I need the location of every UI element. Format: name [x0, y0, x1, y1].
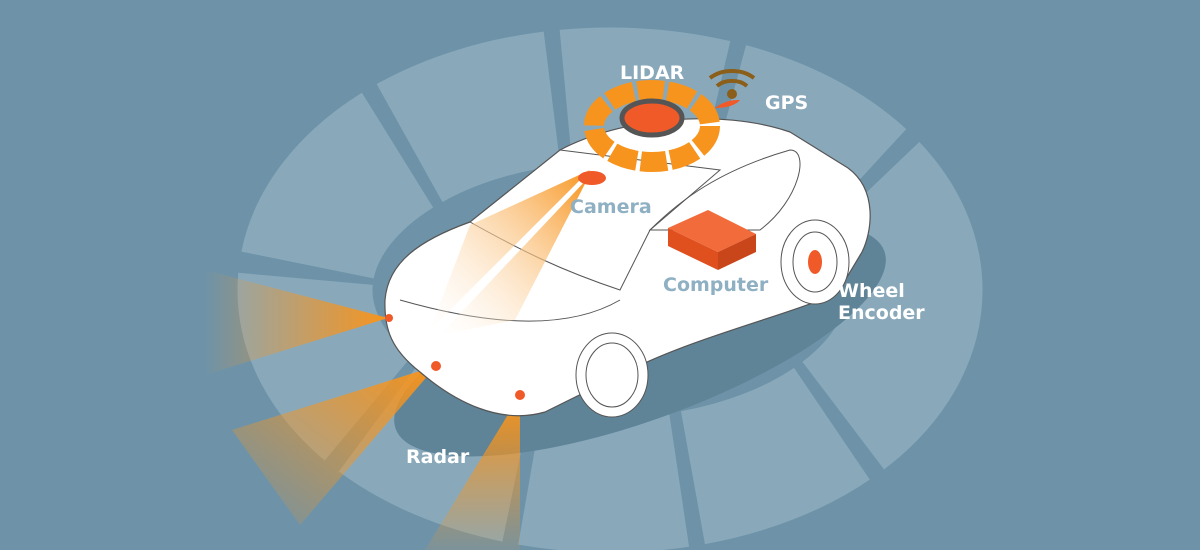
wheel-encoder-label: Wheel Encoder: [838, 280, 925, 324]
lidar-unit: [584, 80, 720, 172]
computer-label: Computer: [663, 274, 769, 296]
wheel-encoder-label-line1: Wheel: [838, 280, 905, 302]
side-window: [648, 149, 801, 231]
front-wheel: [575, 332, 649, 418]
camera-beam-main: [440, 178, 588, 335]
gps-antenna: [715, 100, 740, 108]
wheel-encoder-label-line2: Encoder: [838, 302, 925, 324]
camera-sensor: [578, 171, 606, 185]
gps-label: GPS: [765, 92, 809, 114]
gps-signal-icon: [708, 69, 756, 99]
radar-sensor-front-left: [431, 361, 441, 371]
camera-beam: [430, 170, 590, 330]
computer-box: [668, 210, 756, 270]
radar-beam-left: [205, 270, 388, 375]
hood-line: [399, 299, 621, 322]
radar-sensor-left: [385, 314, 393, 322]
radar-beam-front: [425, 395, 520, 550]
radar-sensor-front: [515, 390, 525, 400]
lidar-label: LIDAR: [620, 62, 685, 84]
camera-label: Camera: [570, 196, 652, 218]
radar-label: Radar: [406, 446, 470, 468]
rear-wheel-encoder: [780, 219, 850, 305]
radar-beam-front-left: [232, 366, 436, 525]
